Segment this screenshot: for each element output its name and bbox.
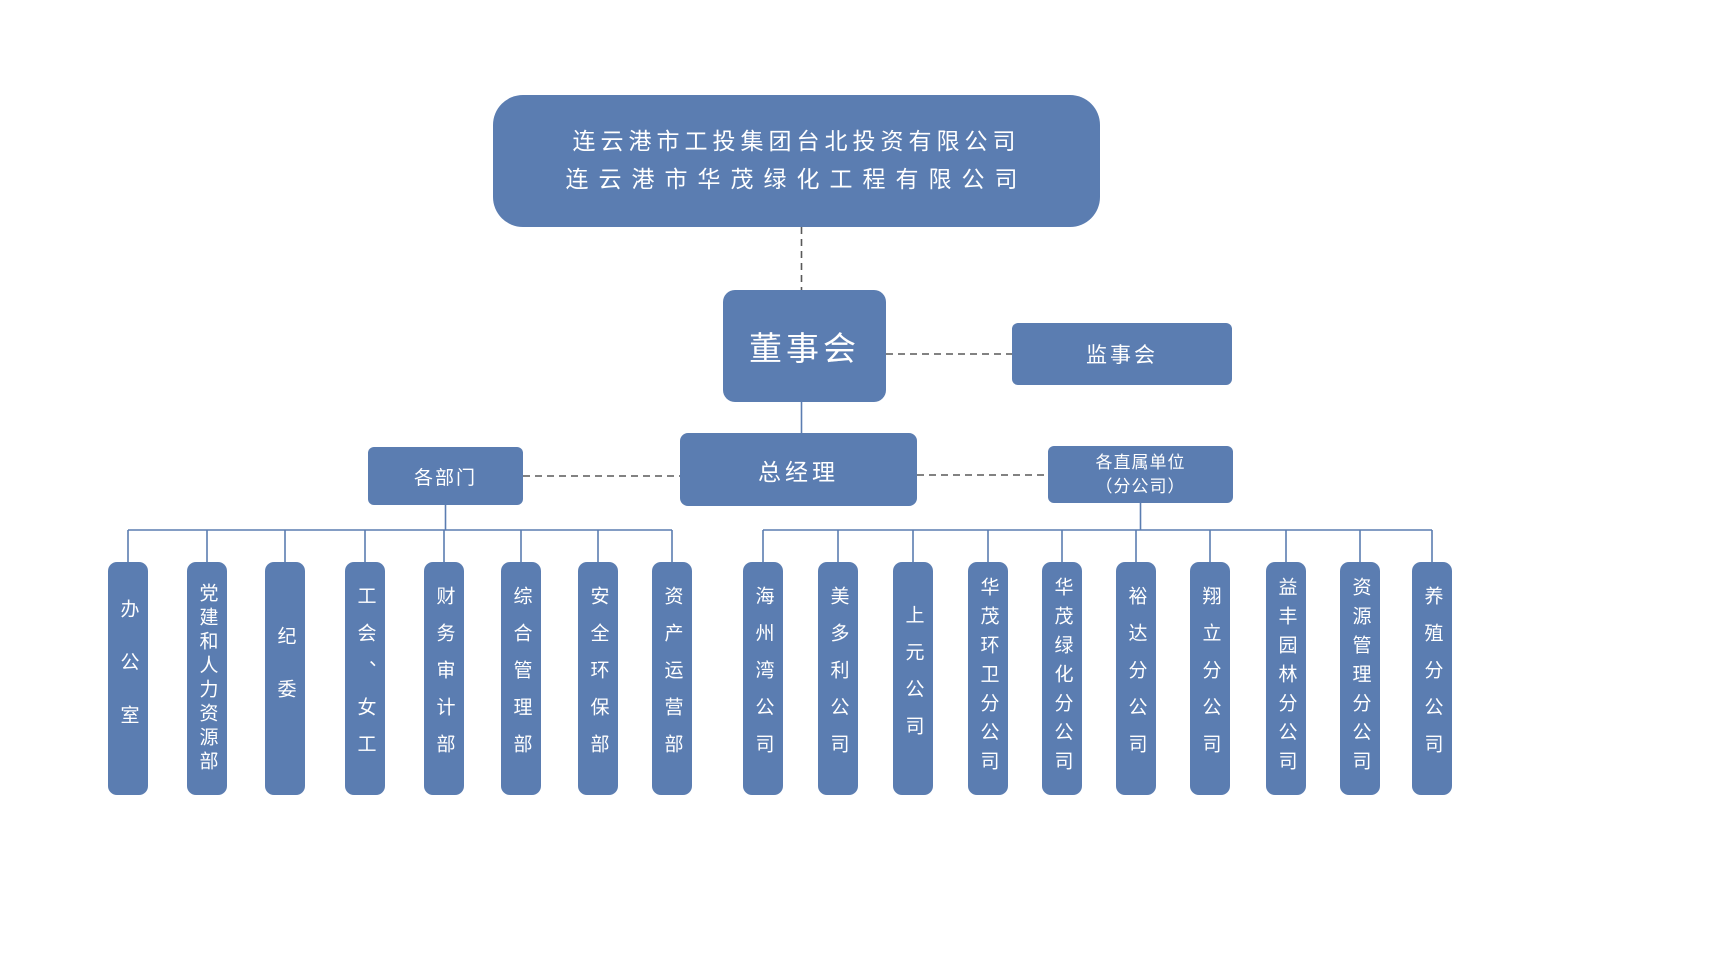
node-branch-huamao-sanitation: 华茂环卫分公司 xyxy=(968,562,1008,795)
branch-label: 美多利公司 xyxy=(827,586,849,771)
branch-label: 上元公司 xyxy=(902,604,924,753)
branch-label: 资源管理分公司 xyxy=(1349,577,1371,780)
department-label: 财务审计部 xyxy=(433,586,455,771)
node-department-party-hr: 党建和人力资源部 xyxy=(187,562,227,795)
node-company-title: 连云港市工投集团台北投资有限公司 连云港市华茂绿化工程有限公司 xyxy=(493,95,1100,227)
branches-group-line1: 各直属单位 xyxy=(1095,452,1186,472)
node-branch-yifeng-landscape: 益丰园林分公司 xyxy=(1266,562,1306,795)
node-department-office: 办公室 xyxy=(108,562,148,795)
department-label: 安全环保部 xyxy=(587,586,609,771)
node-department-safety-environment: 安全环保部 xyxy=(578,562,618,795)
branch-label: 养殖分公司 xyxy=(1421,586,1443,771)
node-branches-group: 各直属单位 （分公司） xyxy=(1048,446,1233,503)
node-department-finance-audit: 财务审计部 xyxy=(424,562,464,795)
node-branch-xiangli: 翔立分公司 xyxy=(1190,562,1230,795)
node-branch-yuda: 裕达分公司 xyxy=(1116,562,1156,795)
node-department-asset-operations: 资产运营部 xyxy=(652,562,692,795)
node-department-discipline: 纪委 xyxy=(265,562,305,795)
department-label: 资产运营部 xyxy=(661,586,683,771)
branch-label: 海州湾公司 xyxy=(752,586,774,771)
branch-label: 翔立分公司 xyxy=(1199,586,1221,771)
department-label: 综合管理部 xyxy=(510,586,532,771)
node-general-manager: 总经理 xyxy=(680,433,917,506)
branch-label: 华茂绿化分公司 xyxy=(1051,577,1073,780)
department-label: 工会、女工 xyxy=(354,586,376,771)
node-branch-shangyuan: 上元公司 xyxy=(893,562,933,795)
department-label: 纪委 xyxy=(274,625,296,732)
node-department-union: 工会、女工 xyxy=(345,562,385,795)
node-branch-breeding: 养殖分公司 xyxy=(1412,562,1452,795)
node-board-of-directors: 董事会 xyxy=(723,290,886,402)
node-branch-haizhouwan: 海州湾公司 xyxy=(743,562,783,795)
department-label: 办公室 xyxy=(117,599,139,758)
node-department-general-management: 综合管理部 xyxy=(501,562,541,795)
branch-label: 益丰园林分公司 xyxy=(1275,577,1297,780)
node-branch-meiduoli: 美多利公司 xyxy=(818,562,858,795)
branch-label: 裕达分公司 xyxy=(1125,586,1147,771)
branch-label: 华茂环卫分公司 xyxy=(977,577,999,780)
node-supervisory-board: 监事会 xyxy=(1012,323,1232,385)
node-branch-huamao-greening: 华茂绿化分公司 xyxy=(1042,562,1082,795)
branches-group-line2: （分公司） xyxy=(1095,476,1186,496)
node-departments-group: 各部门 xyxy=(368,447,523,505)
company-name-line2: 连云港市华茂绿化工程有限公司 xyxy=(565,167,1028,192)
node-branch-resource-management: 资源管理分公司 xyxy=(1340,562,1380,795)
department-label: 党建和人力资源部 xyxy=(196,582,218,775)
company-name-line1: 连云港市工投集团台北投资有限公司 xyxy=(572,129,1021,154)
